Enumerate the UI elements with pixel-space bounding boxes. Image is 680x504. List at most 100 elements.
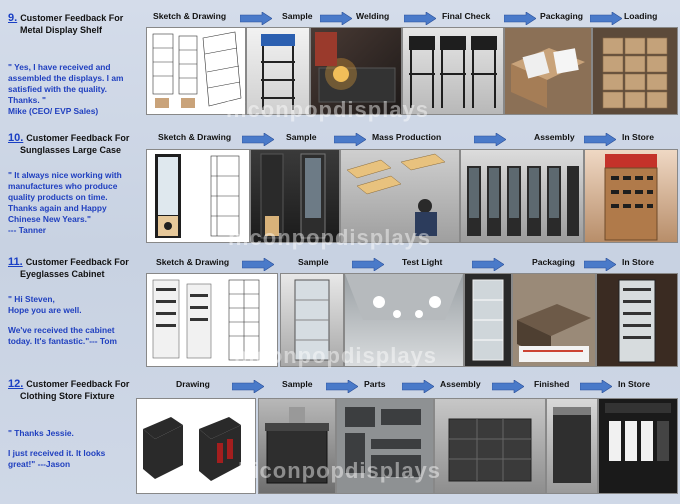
- quote-line: Chinese New Years.": [8, 214, 91, 224]
- quote-line: quality products on time.: [8, 192, 108, 202]
- section-heading: 10.Customer Feedback For Sunglasses Larg…: [8, 132, 143, 156]
- feedback-row-9: 9.Customer Feedback For Metal Display Sh…: [0, 0, 680, 124]
- feedback-row-12: 12.Customer Feedback For Clothing Store …: [0, 374, 680, 504]
- arrow-right-icon: [584, 133, 616, 146]
- step-label: Loading: [624, 11, 658, 21]
- customer-quote: " Thanks Jessie. I just received it. It …: [8, 428, 143, 470]
- process-photos: hiconpopdisplays: [136, 398, 678, 494]
- section-title-line1: Customer Feedback For: [26, 379, 130, 389]
- drawing-image: [136, 398, 256, 494]
- sample-image: [258, 398, 336, 494]
- arrow-right-icon: [320, 12, 352, 25]
- arrow-right-icon: [492, 380, 524, 393]
- step-label: In Store: [618, 379, 650, 389]
- section-heading: 12.Customer Feedback For Clothing Store …: [8, 378, 143, 402]
- step-label: In Store: [622, 257, 654, 267]
- quote-line: Thanks again and Happy: [8, 203, 107, 213]
- sample-image: [280, 273, 344, 367]
- arrow-right-icon: [242, 258, 274, 271]
- loading-image: [592, 27, 678, 115]
- step-label: Mass Production: [372, 132, 442, 142]
- step-label: In Store: [622, 132, 654, 142]
- step-label: Sketch & Drawing: [153, 11, 227, 21]
- step-label: Sample: [286, 132, 317, 142]
- quote-line: great!" ---Jason: [8, 459, 71, 469]
- mass-production-image: [340, 149, 460, 243]
- section-title-line2: Eyeglasses Cabinet: [20, 269, 105, 279]
- feedback-row-11: 11.Customer Feedback For Eyeglasses Cabi…: [0, 249, 680, 374]
- quote-line: Thanks. ": [8, 95, 46, 105]
- arrow-right-icon: [504, 12, 536, 25]
- sketch-image: [146, 149, 250, 243]
- quote-line: " Hi Steven,: [8, 294, 55, 304]
- arrow-right-icon: [404, 12, 436, 25]
- arrow-right-icon: [590, 12, 622, 25]
- process-steps: Sketch & Drawing Sample Test Light Packa…: [148, 257, 678, 271]
- arrow-right-icon: [232, 380, 264, 393]
- quote-line: Hope you are well.: [8, 305, 82, 315]
- sample-image: [250, 149, 340, 243]
- sketch-image: [146, 27, 246, 115]
- final-check-image: [402, 27, 504, 115]
- arrow-right-icon: [584, 258, 616, 271]
- finished-image: [546, 398, 598, 494]
- welding-image: [310, 27, 402, 115]
- packaging-image: [504, 27, 592, 115]
- section-title-line2: Metal Display Shelf: [20, 25, 103, 35]
- section-title-line2: Clothing Store Fixture: [20, 391, 115, 401]
- in-store-image: [596, 273, 678, 367]
- test-light-cabinet-image: [464, 273, 512, 367]
- step-label: Assembly: [534, 132, 575, 142]
- process-photos: hiconpopdisplays: [146, 149, 678, 250]
- section-number[interactable]: 11.: [8, 256, 23, 268]
- assembly-image: [434, 398, 546, 494]
- section-heading: 9.Customer Feedback For Metal Display Sh…: [8, 12, 143, 36]
- step-label: Packaging: [532, 257, 575, 267]
- arrow-right-icon: [402, 380, 434, 393]
- in-store-image: [584, 149, 678, 243]
- section-number[interactable]: 12.: [8, 378, 24, 390]
- section-title-line1: Customer Feedback For: [25, 257, 129, 267]
- section-heading: 11.Customer Feedback For Eyeglasses Cabi…: [8, 256, 143, 280]
- customer-quote: " It always nice working with manufactur…: [8, 170, 143, 236]
- assembly-image: [460, 149, 584, 243]
- quote-line: --- Tanner: [8, 225, 46, 235]
- step-label: Parts: [364, 379, 386, 389]
- quote-line: manufactures who produce: [8, 181, 118, 191]
- process-steps: Sketch & Drawing Sample Mass Production …: [148, 132, 678, 146]
- quote-line: satisfied with the quality.: [8, 84, 107, 94]
- arrow-right-icon: [242, 133, 274, 146]
- step-label: Drawing: [176, 379, 210, 389]
- arrow-right-icon: [352, 258, 384, 271]
- arrow-right-icon: [472, 258, 504, 271]
- parts-image: [336, 398, 434, 494]
- step-label: Sample: [282, 11, 313, 21]
- process-steps: Drawing Sample Parts Assembly Finished I…: [148, 379, 678, 393]
- customer-quote: " Hi Steven, Hope you are well. We've re…: [8, 294, 143, 347]
- section-number[interactable]: 9.: [8, 12, 18, 24]
- sample-image: [246, 27, 310, 115]
- step-label: Sketch & Drawing: [158, 132, 232, 142]
- section-number[interactable]: 10.: [8, 132, 24, 144]
- section-title-line1: Customer Feedback For: [26, 133, 130, 143]
- quote-line: Mike (CEO/ EVP Sales): [8, 106, 99, 116]
- process-photos: hiconpopdisplays: [146, 273, 678, 368]
- process-steps: Sketch & Drawing Sample Welding Final Ch…: [148, 11, 678, 25]
- step-label: Assembly: [440, 379, 481, 389]
- step-label: Finished: [534, 379, 570, 389]
- quote-line: assembled the displays. I am: [8, 73, 124, 83]
- quote-line: today. It's fantastic."--- Tom: [8, 336, 117, 346]
- step-label: Sketch & Drawing: [156, 257, 230, 267]
- arrow-right-icon: [240, 12, 272, 25]
- quote-line: " Yes, I have received and: [8, 62, 111, 72]
- step-label: Sample: [282, 379, 313, 389]
- test-light-image: [344, 273, 464, 367]
- arrow-right-icon: [580, 380, 612, 393]
- section-title-line1: Customer Feedback For: [20, 13, 124, 23]
- feedback-row-10: 10.Customer Feedback For Sunglasses Larg…: [0, 124, 680, 250]
- step-label: Welding: [356, 11, 390, 21]
- sketch-image: [146, 273, 278, 367]
- arrow-right-icon: [326, 380, 358, 393]
- step-label: Sample: [298, 257, 329, 267]
